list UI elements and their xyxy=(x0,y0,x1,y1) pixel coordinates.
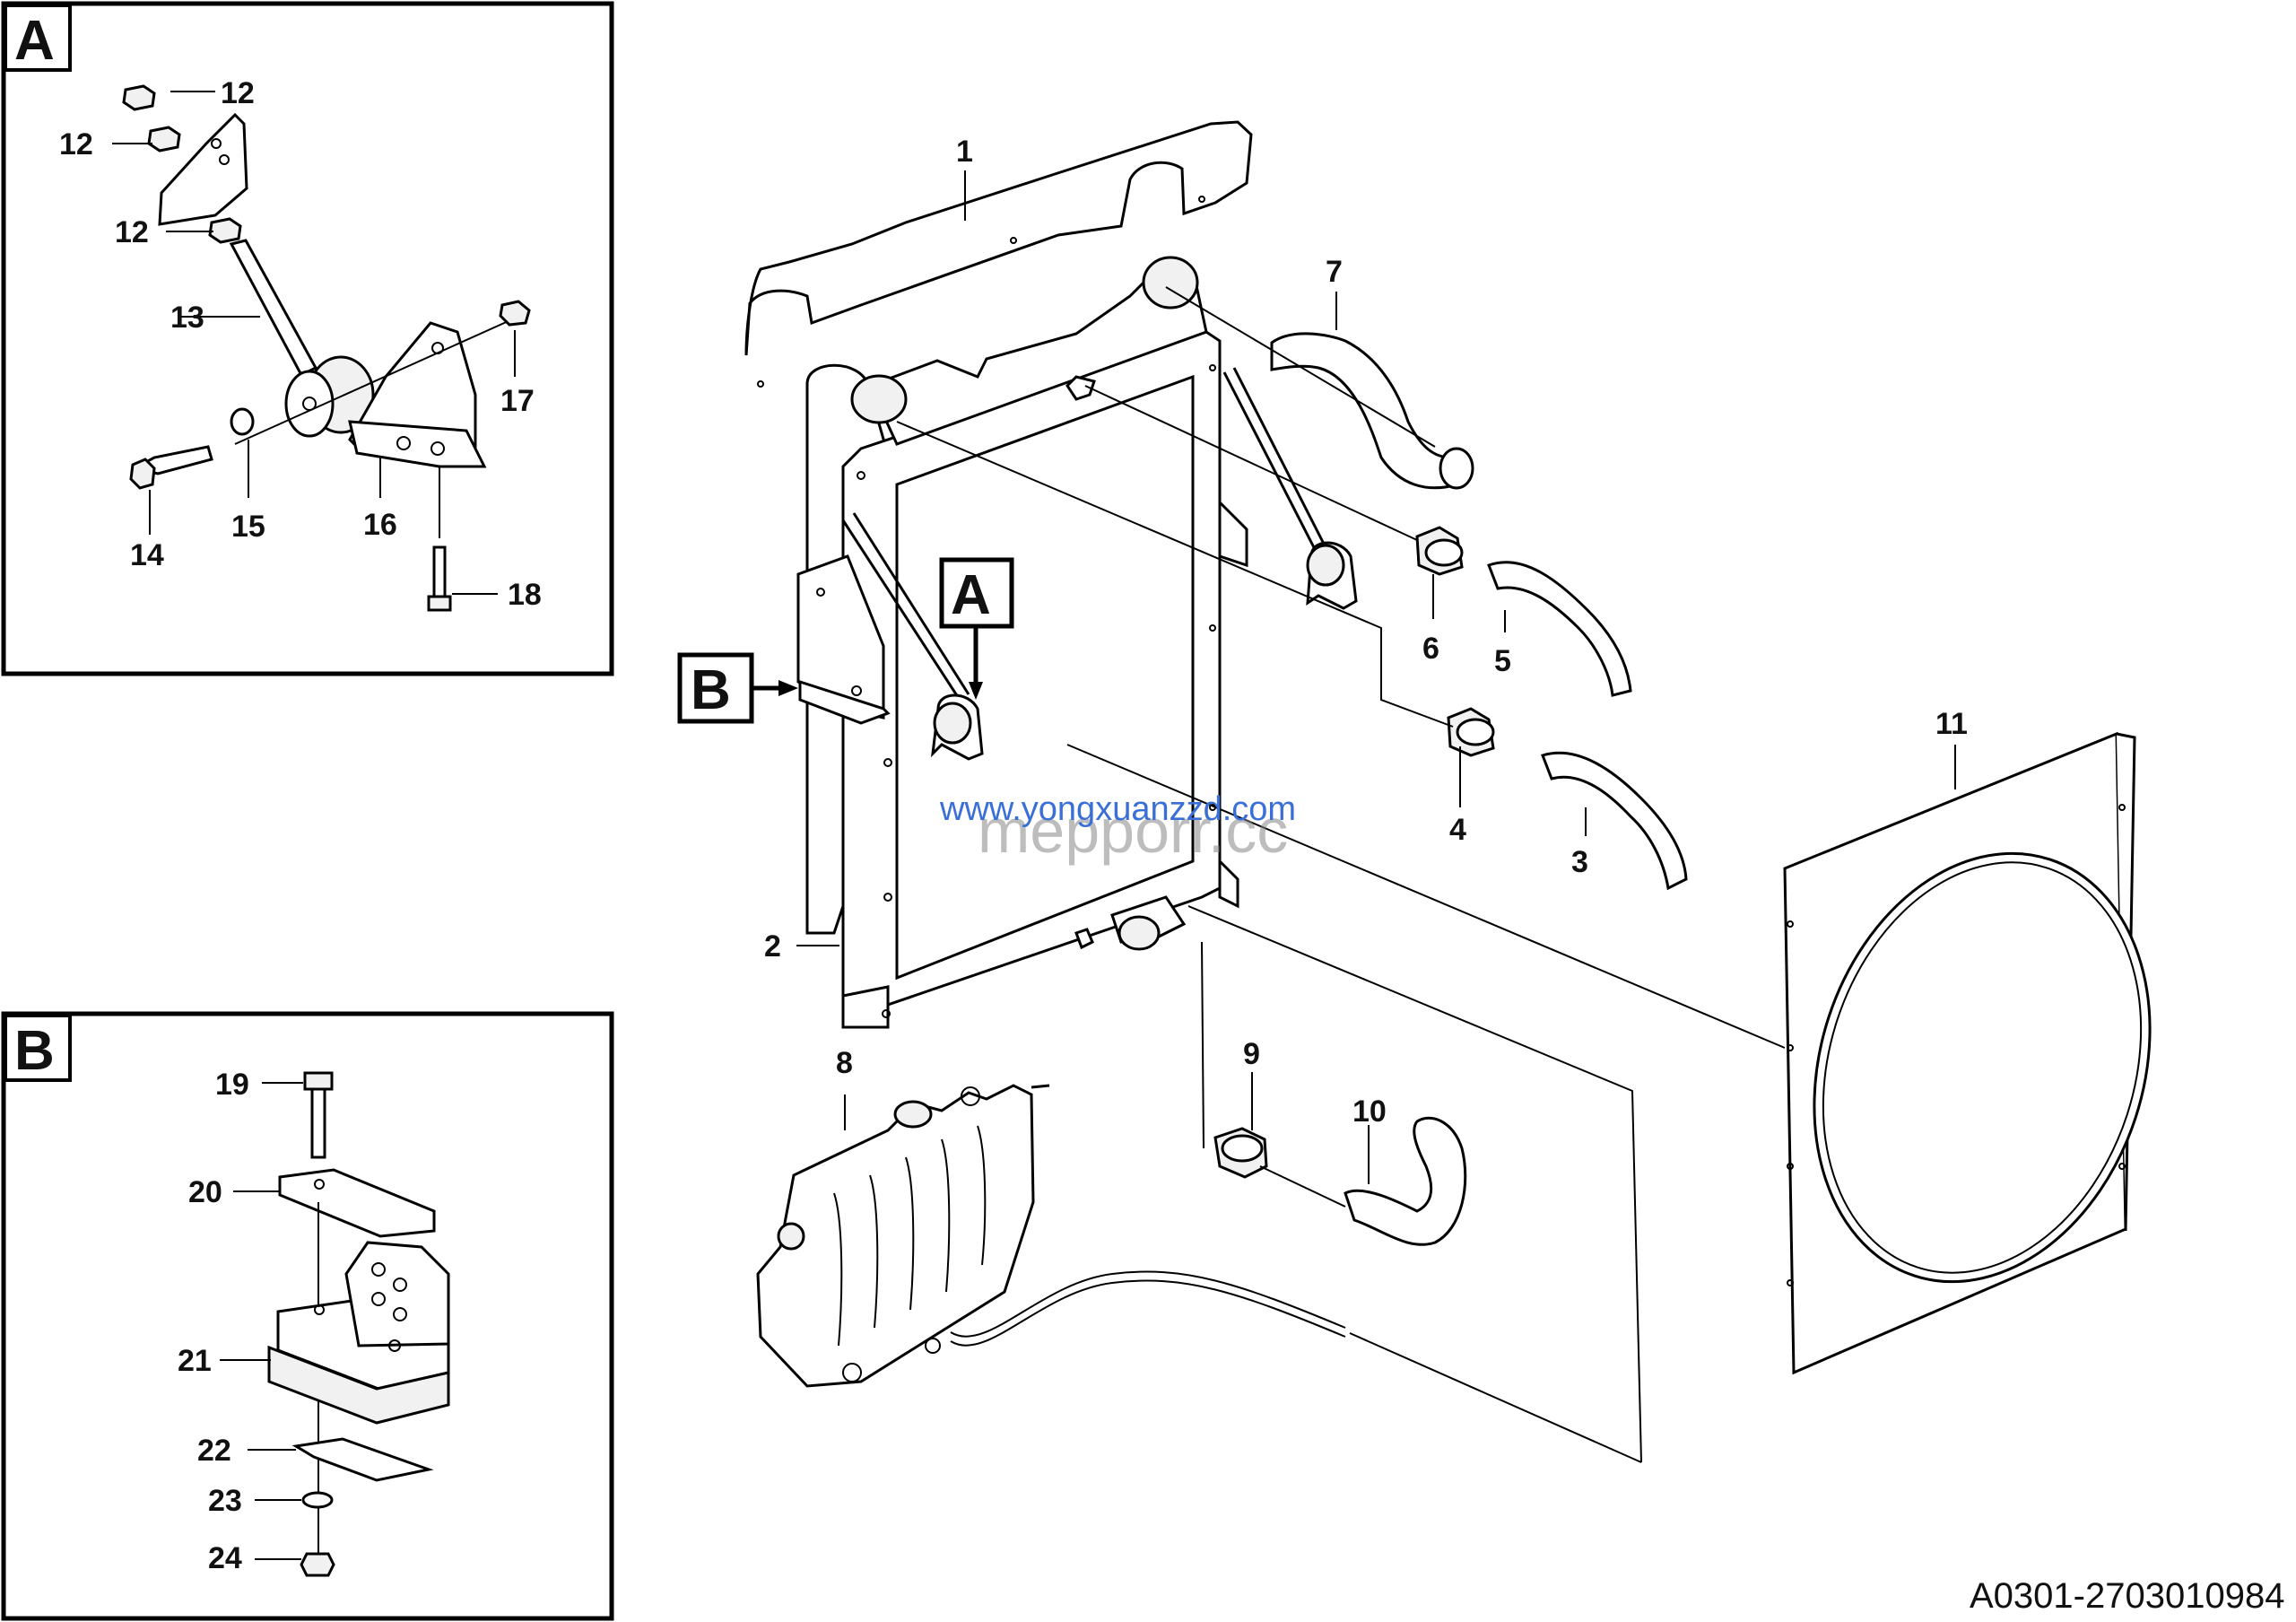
detail-box-b: B 19 xyxy=(1,1011,614,1621)
label-19: 19 xyxy=(215,1068,249,1102)
label-3: 3 xyxy=(1571,845,1588,879)
detail-box-a: A xyxy=(1,1,614,676)
detail-box-a-letter: A xyxy=(14,10,55,72)
label-21: 21 xyxy=(178,1344,212,1378)
part-1-top-cover xyxy=(744,120,1253,388)
label-12-top: 12 xyxy=(221,76,255,110)
part-8-expansion-tank xyxy=(756,1084,1346,1388)
label-22: 22 xyxy=(197,1434,231,1468)
part-11-fan-shroud xyxy=(1783,731,2152,1375)
nut-17 xyxy=(499,300,531,327)
watermark-brand: mepporr.cc xyxy=(978,796,1288,866)
label-5: 5 xyxy=(1494,644,1511,678)
part-2-radiator xyxy=(796,256,1248,1029)
detail-box-a-tag xyxy=(4,4,72,72)
callout-b: B xyxy=(677,652,798,724)
drawing-code: A0301-2703010984 xyxy=(1970,1576,2284,1616)
label-15: 15 xyxy=(231,510,265,544)
part-10-hose xyxy=(1344,1116,1467,1246)
label-4: 4 xyxy=(1449,813,1466,847)
label-12-low: 12 xyxy=(115,215,149,249)
callout-b-letter: B xyxy=(691,659,731,721)
main-leaders xyxy=(796,170,1956,1184)
shim-22 xyxy=(291,1437,434,1482)
washer-23 xyxy=(301,1491,334,1509)
label-9: 9 xyxy=(1243,1037,1260,1071)
detail-box-b-letter: B xyxy=(14,1020,55,1082)
rod-13 xyxy=(229,239,318,377)
bolt-18 xyxy=(432,545,447,598)
label-7: 7 xyxy=(1326,255,1343,289)
callout-a-letter: A xyxy=(951,564,991,626)
nut-12-low xyxy=(208,217,242,244)
part-7-hose xyxy=(1270,332,1459,490)
part-6-clamp xyxy=(1415,526,1464,576)
upper-bracket xyxy=(158,112,248,226)
watermark-url: www.yongxuanzzd.com xyxy=(939,790,1296,828)
label-12-mid: 12 xyxy=(59,127,93,161)
label-14: 14 xyxy=(130,538,164,572)
assembly-lines xyxy=(896,286,1786,1463)
label-20: 20 xyxy=(188,1175,222,1209)
mount-right xyxy=(1306,544,1345,587)
label-24: 24 xyxy=(208,1541,242,1575)
label-16: 16 xyxy=(363,508,397,542)
part-3-hose xyxy=(1541,751,1688,891)
bolt-19 xyxy=(303,1071,334,1091)
plate-20 xyxy=(278,1168,436,1238)
label-11: 11 xyxy=(1935,707,1968,741)
part-9-clamp xyxy=(1213,1127,1268,1179)
label-23: 23 xyxy=(208,1484,242,1518)
label-13: 13 xyxy=(170,301,204,335)
nut-12-top xyxy=(122,84,156,111)
rubber-mount xyxy=(284,355,375,438)
stay-rods xyxy=(841,367,1358,761)
label-1: 1 xyxy=(956,135,973,169)
label-18: 18 xyxy=(508,578,542,612)
label-10: 10 xyxy=(1352,1094,1387,1129)
label-2: 2 xyxy=(764,929,781,964)
part-5-hose xyxy=(1487,561,1632,697)
washer-15 xyxy=(230,407,255,436)
mount-a xyxy=(933,702,972,745)
nut-12-mid xyxy=(147,126,181,153)
nut-24 xyxy=(300,1552,335,1577)
mount-21 xyxy=(267,1241,450,1425)
label-8: 8 xyxy=(836,1046,853,1080)
callout-a: A xyxy=(939,557,1014,700)
label-6: 6 xyxy=(1422,632,1439,666)
detail-box-b-tag xyxy=(4,1014,72,1082)
label-17: 17 xyxy=(500,384,535,418)
part-4-clamp xyxy=(1447,707,1495,757)
